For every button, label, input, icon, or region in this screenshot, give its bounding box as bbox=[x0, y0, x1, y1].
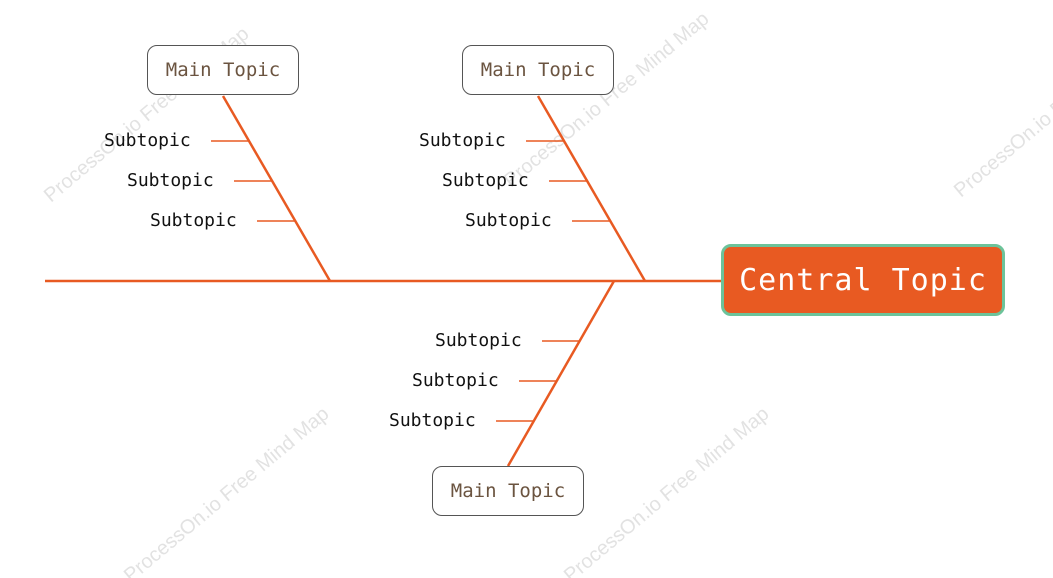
subtopic-label[interactable]: Subtopic bbox=[442, 170, 529, 191]
main-topic-label: Main Topic bbox=[480, 59, 596, 81]
main-topic-node[interactable]: Main Topic bbox=[432, 466, 584, 516]
subtopic-label[interactable]: Subtopic bbox=[127, 170, 214, 191]
branch-bone-2 bbox=[536, 95, 647, 282]
subtopic-label[interactable]: Subtopic bbox=[412, 370, 499, 391]
subtopic-label[interactable]: Subtopic bbox=[435, 330, 522, 351]
central-topic-label: Central Topic bbox=[739, 262, 987, 298]
subtopic-label[interactable]: Subtopic bbox=[465, 210, 552, 231]
branch-bone-1 bbox=[221, 95, 332, 282]
subtopic-label[interactable]: Subtopic bbox=[419, 130, 506, 151]
main-topic-node[interactable]: Main Topic bbox=[147, 45, 299, 95]
subtopic-label[interactable]: Subtopic bbox=[389, 410, 476, 431]
main-topic-label: Main Topic bbox=[450, 480, 566, 502]
main-topic-label: Main Topic bbox=[165, 59, 281, 81]
subtopic-label[interactable]: Subtopic bbox=[150, 210, 237, 231]
main-topic-node[interactable]: Main Topic bbox=[462, 45, 614, 95]
central-topic-node[interactable]: Central Topic bbox=[721, 244, 1005, 316]
subtopic-label[interactable]: Subtopic bbox=[104, 130, 191, 151]
branch-bone-3 bbox=[506, 280, 616, 467]
